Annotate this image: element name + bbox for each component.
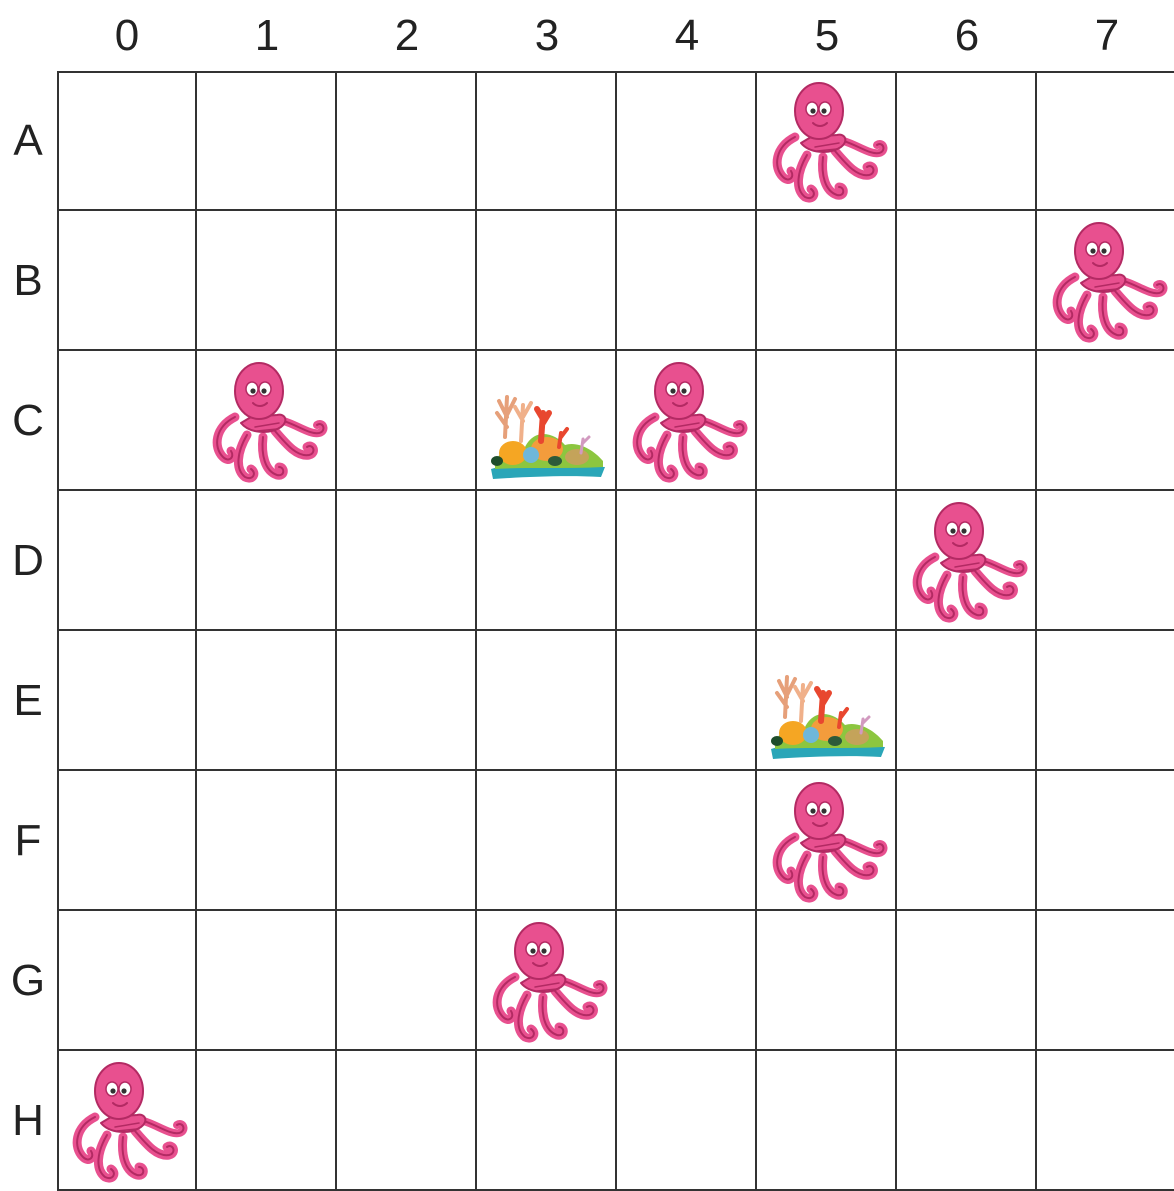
row-label-F: F [6, 819, 50, 863]
grid-cell-H3[interactable] [477, 1051, 617, 1191]
grid-cell-D7[interactable] [1037, 491, 1174, 631]
column-label-5: 5 [757, 14, 897, 58]
grid-cell-B7[interactable] [1037, 211, 1174, 351]
grid-cell-C0[interactable] [57, 351, 197, 491]
octopus-icon [765, 777, 889, 905]
grid-cell-A6[interactable] [897, 71, 1037, 211]
grid-cell-F3[interactable] [477, 771, 617, 911]
grid-cell-B2[interactable] [337, 211, 477, 351]
grid-cell-A0[interactable] [57, 71, 197, 211]
grid-cell-D3[interactable] [477, 491, 617, 631]
octopus-icon [765, 77, 889, 205]
octopus-icon [905, 497, 1029, 625]
octopus-icon [625, 357, 749, 485]
column-label-6: 6 [897, 14, 1037, 58]
octopus-icon [1045, 217, 1169, 345]
column-label-0: 0 [57, 14, 197, 58]
grid-cell-E0[interactable] [57, 631, 197, 771]
grid-cell-E3[interactable] [477, 631, 617, 771]
coral-reef-icon [765, 637, 889, 765]
row-label-E: E [6, 679, 50, 723]
coral-reef-icon [485, 357, 609, 485]
column-label-3: 3 [477, 14, 617, 58]
grid-cell-G1[interactable] [197, 911, 337, 1051]
row-label-B: B [6, 259, 50, 303]
grid-cell-F4[interactable] [617, 771, 757, 911]
row-label-H: H [6, 1099, 50, 1143]
grid-cell-B1[interactable] [197, 211, 337, 351]
grid-cell-A7[interactable] [1037, 71, 1174, 211]
grid-cell-C2[interactable] [337, 351, 477, 491]
grid-cell-C6[interactable] [897, 351, 1037, 491]
grid-cell-C5[interactable] [757, 351, 897, 491]
grid-cell-D0[interactable] [57, 491, 197, 631]
grid-cell-D2[interactable] [337, 491, 477, 631]
grid-cell-G5[interactable] [757, 911, 897, 1051]
grid-cell-A2[interactable] [337, 71, 477, 211]
grid-cell-H7[interactable] [1037, 1051, 1174, 1191]
grid-cell-F7[interactable] [1037, 771, 1174, 911]
grid-cell-E4[interactable] [617, 631, 757, 771]
grid-cell-F0[interactable] [57, 771, 197, 911]
grid-cell-G6[interactable] [897, 911, 1037, 1051]
row-label-G: G [6, 959, 50, 1003]
grid-cell-E6[interactable] [897, 631, 1037, 771]
grid-cell-B5[interactable] [757, 211, 897, 351]
grid-cell-G7[interactable] [1037, 911, 1174, 1051]
grid-cell-D5[interactable] [757, 491, 897, 631]
column-label-1: 1 [197, 14, 337, 58]
row-label-D: D [6, 539, 50, 583]
grid-cell-F5[interactable] [757, 771, 897, 911]
grid-cell-H6[interactable] [897, 1051, 1037, 1191]
grid-cell-E1[interactable] [197, 631, 337, 771]
grid-cell-B3[interactable] [477, 211, 617, 351]
grid-cell-G3[interactable] [477, 911, 617, 1051]
grid-cell-D4[interactable] [617, 491, 757, 631]
grid-cell-C4[interactable] [617, 351, 757, 491]
grid-cell-B6[interactable] [897, 211, 1037, 351]
grid-cell-C3[interactable] [477, 351, 617, 491]
row-label-C: C [6, 399, 50, 443]
grid-cell-A3[interactable] [477, 71, 617, 211]
grid-cell-G0[interactable] [57, 911, 197, 1051]
column-label-2: 2 [337, 14, 477, 58]
grid-cell-H4[interactable] [617, 1051, 757, 1191]
grid-cell-H5[interactable] [757, 1051, 897, 1191]
grid-cell-A4[interactable] [617, 71, 757, 211]
octopus-icon [65, 1057, 189, 1185]
column-label-4: 4 [617, 14, 757, 58]
grid-cell-B0[interactable] [57, 211, 197, 351]
grid-cell-C7[interactable] [1037, 351, 1174, 491]
grid-cell-G4[interactable] [617, 911, 757, 1051]
grid-cell-E2[interactable] [337, 631, 477, 771]
grid-cell-H2[interactable] [337, 1051, 477, 1191]
grid-cell-H1[interactable] [197, 1051, 337, 1191]
grid-cell-E5[interactable] [757, 631, 897, 771]
column-label-7: 7 [1037, 14, 1174, 58]
grid-cell-A5[interactable] [757, 71, 897, 211]
grid-cell-F2[interactable] [337, 771, 477, 911]
octopus-icon [485, 917, 609, 1045]
grid-cell-F1[interactable] [197, 771, 337, 911]
grid-cell-F6[interactable] [897, 771, 1037, 911]
grid-cell-D1[interactable] [197, 491, 337, 631]
grid-cell-G2[interactable] [337, 911, 477, 1051]
grid-cell-C1[interactable] [197, 351, 337, 491]
grid-cell-H0[interactable] [57, 1051, 197, 1191]
octopus-icon [205, 357, 329, 485]
grid-cell-B4[interactable] [617, 211, 757, 351]
grid-cell-D6[interactable] [897, 491, 1037, 631]
grid-cell-A1[interactable] [197, 71, 337, 211]
row-label-A: A [6, 119, 50, 163]
grid-cell-E7[interactable] [1037, 631, 1174, 771]
